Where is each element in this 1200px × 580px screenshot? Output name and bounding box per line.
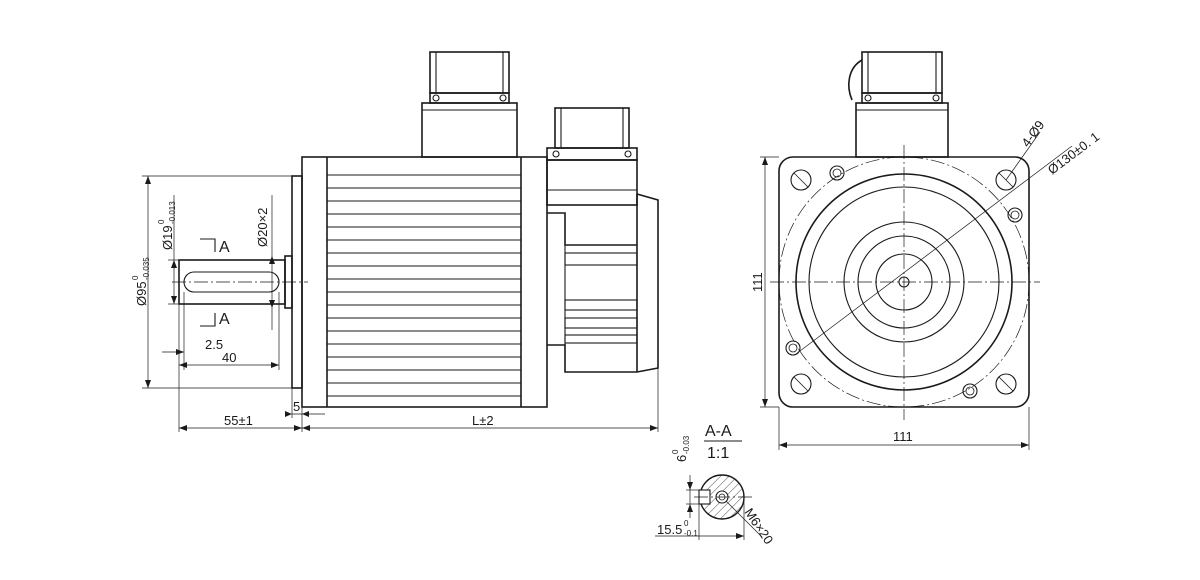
- pcd-leader: [795, 145, 1073, 355]
- svg-text:0: 0: [671, 449, 680, 454]
- svg-text:-0.035: -0.035: [142, 257, 151, 280]
- svg-text:15.5: 15.5: [657, 522, 682, 537]
- body-length-label: L±2: [472, 413, 494, 428]
- section-scale: 1:1: [707, 445, 729, 462]
- shaft-length-label: 55±1: [224, 413, 253, 428]
- height-label: 111: [750, 272, 765, 292]
- svg-text:-0.03: -0.03: [682, 435, 691, 454]
- cooling-fins: [327, 174, 521, 397]
- encoder-housing: [547, 193, 659, 373]
- power-connector: [421, 51, 518, 158]
- svg-text:Ø95: Ø95: [134, 281, 149, 306]
- encoder-connector: [546, 107, 638, 206]
- side-view: A A: [131, 51, 659, 432]
- flange-thickness-label: 5: [293, 399, 300, 414]
- svg-text:0: 0: [131, 275, 140, 280]
- pcd-label: Ø130±0. 1: [1045, 129, 1102, 177]
- width-label: 111: [893, 429, 913, 444]
- svg-text:0: 0: [157, 219, 166, 224]
- svg-text:-0.1: -0.1: [684, 529, 698, 538]
- svg-text:0: 0: [684, 519, 689, 528]
- side-dimensions: [142, 175, 659, 432]
- flange-diameter-label: Ø95 0 -0.035: [131, 257, 151, 306]
- section-a-top-label: A: [219, 239, 230, 256]
- svg-text:-0.013: -0.013: [168, 201, 177, 224]
- front-connector: [848, 51, 949, 158]
- key-width-label: 6 0 -0.03: [671, 435, 691, 462]
- shoulder-diameter-label: Ø20×2: [255, 208, 270, 247]
- section-a-a: A-A 1:1 6 0 -0.03 15.5 0: [655, 423, 776, 547]
- shaft-diameter-label: Ø19 0 -0.013: [157, 201, 177, 250]
- section-title: A-A: [705, 423, 732, 440]
- mounting-holes: [785, 165, 1023, 399]
- thread-label: M6×20: [742, 505, 777, 547]
- section-marker-a: A A: [200, 238, 230, 328]
- svg-text:6: 6: [674, 455, 689, 462]
- key-length-label: 40: [222, 350, 236, 365]
- front-view: 4-Ø9 Ø130±0. 1 111 111: [750, 51, 1102, 450]
- svg-text:Ø19: Ø19: [160, 225, 175, 250]
- key-depth-label: 15.5 0 -0.1: [657, 519, 698, 538]
- key-offset-label: 2.5: [205, 337, 223, 352]
- section-a-bottom-label: A: [219, 311, 230, 328]
- holes-label: 4-Ø9: [1018, 118, 1047, 150]
